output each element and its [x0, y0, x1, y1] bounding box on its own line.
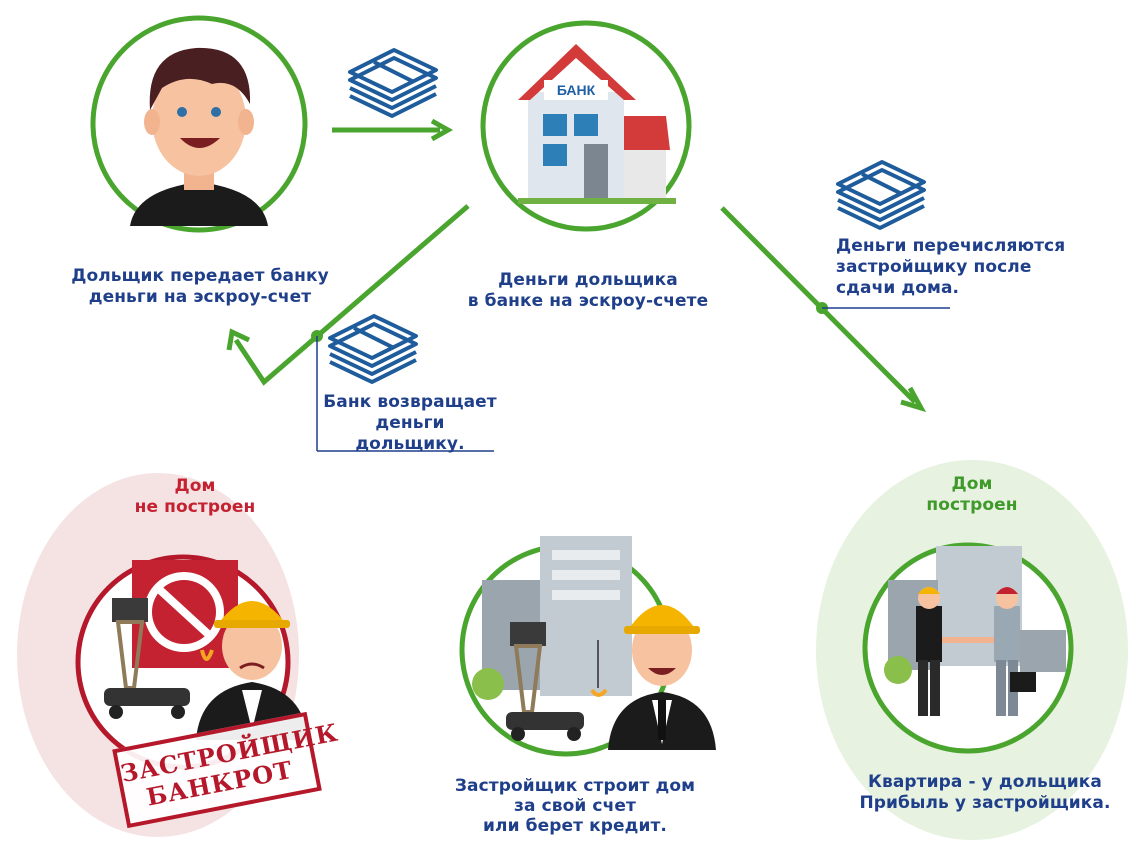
built-caption-line2: Прибыль у застройщика.: [859, 793, 1111, 813]
investor-label-line2: деньги на эскроу-счет: [88, 287, 312, 307]
arrow-refund: [226, 204, 494, 452]
money-icon-right: [836, 160, 926, 230]
built-label-line2: построен: [926, 495, 1018, 515]
built-scene: [884, 546, 1066, 716]
built-label: Дом построен: [890, 474, 1054, 516]
building-label-line3: или берет кредит.: [483, 816, 667, 836]
not-built-label-line2: не построен: [134, 497, 256, 517]
bank-label-line2: в банке на эскроу-счете: [467, 291, 709, 311]
investor-label: Дольщик передает банку деньги на эскроу-…: [48, 266, 352, 308]
bank-label: Деньги дольщика в банке на эскроу-счете: [450, 270, 726, 312]
not-built-label: Дом не построен: [100, 476, 290, 518]
investor-label-line1: Дольщик передает банку: [71, 266, 329, 286]
arrow-to-bank: [332, 118, 454, 142]
building-label-line2: за свой счет: [514, 796, 636, 816]
built-label-line1: Дом: [951, 474, 993, 494]
refund-note: Банк возвращает деньги дольщику.: [318, 392, 502, 455]
bank-building-icon: [518, 44, 676, 204]
money-icon-refund: [328, 314, 418, 384]
bank-sign: БАНК: [556, 82, 596, 98]
transfer-note-line3: сдачи дома.: [836, 278, 960, 298]
transfer-note: Деньги перечисляются застройщику после с…: [836, 236, 1126, 299]
not-built-label-line1: Дом: [174, 476, 216, 496]
arrow-transfer: [720, 206, 950, 413]
transfer-note-line1: Деньги перечисляются: [836, 236, 1066, 256]
built-caption: Квартира - у дольщика Прибыль у застройщ…: [840, 772, 1130, 814]
money-icon-top: [348, 48, 438, 118]
refund-note-line2: деньги дольщику.: [355, 413, 465, 454]
transfer-note-line2: застройщику после: [836, 257, 1032, 277]
investor-avatar: [130, 47, 268, 226]
built-caption-line1: Квартира - у дольщика: [867, 772, 1102, 792]
building-label: Застройщик строит дом за свой счет или б…: [420, 776, 730, 836]
refund-note-line1: Банк возвращает: [323, 392, 497, 412]
building-label-line1: Застройщик строит дом: [454, 776, 696, 796]
construction-scene: [472, 536, 716, 750]
bank-label-line1: Деньги дольщика: [498, 270, 678, 290]
